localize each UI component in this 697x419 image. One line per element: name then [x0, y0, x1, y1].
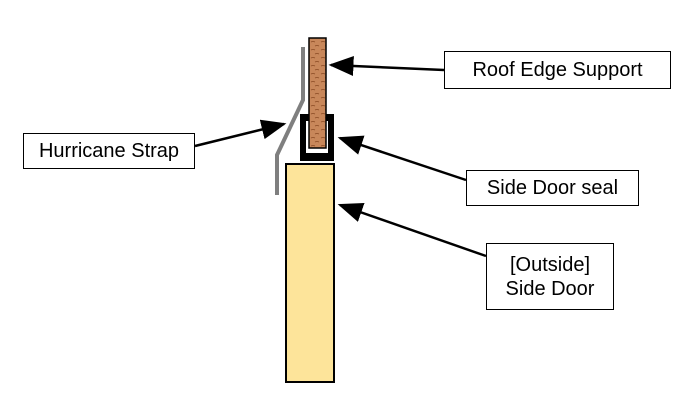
arrow-side-door [337, 202, 487, 258]
arrow-roof-edge-support [328, 56, 445, 76]
side-door-seal-label: Side Door seal [466, 170, 639, 206]
side-door-text-line2: Side Door [505, 277, 595, 300]
roof-edge-support [308, 37, 327, 149]
hurricane-strap [275, 47, 305, 195]
arrow-hurricane-strap [194, 119, 287, 148]
roof-edge-support-label: Roof Edge Support [444, 51, 671, 89]
hurricane-strap-label: Hurricane Strap [23, 133, 195, 169]
side-door-seal-text: Side Door seal [486, 177, 619, 199]
arrow-side-door-seal [337, 135, 467, 182]
roof-edge-support-text: Roof Edge Support [472, 59, 643, 81]
side-door [285, 163, 335, 383]
side-door-text-line1: [Outside] [509, 253, 591, 276]
hurricane-strap-text: Hurricane Strap [38, 140, 180, 162]
side-door-label: [Outside] Side Door [486, 243, 614, 310]
